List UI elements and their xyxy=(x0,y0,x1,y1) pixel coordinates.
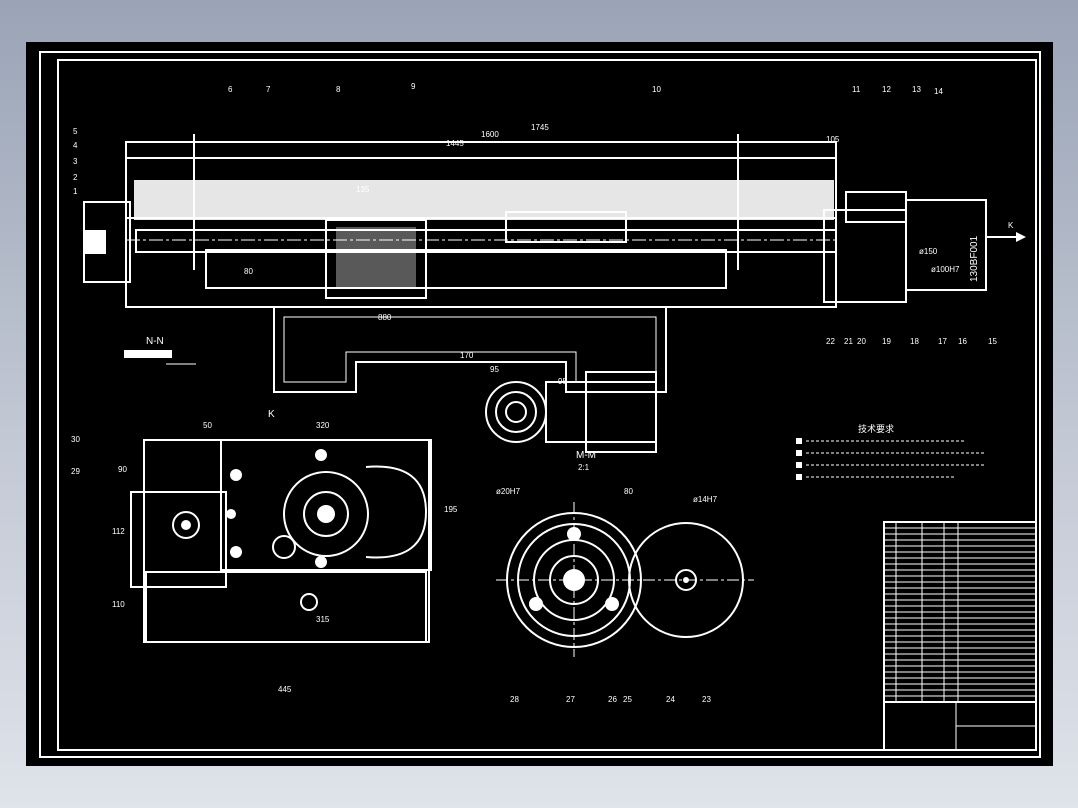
technical-requirements: 技术要求 xyxy=(796,423,986,480)
balloon-9: 9 xyxy=(411,82,416,91)
balloon-8: 8 xyxy=(336,85,341,94)
motor-label: 130BF001 xyxy=(969,235,980,282)
balloon-6: 6 xyxy=(228,85,233,94)
section-mm xyxy=(485,371,657,453)
balloon-17: 17 xyxy=(938,337,947,346)
view-arrow-k: K xyxy=(1008,221,1014,230)
gear-section xyxy=(496,502,754,657)
balloon-30: 30 xyxy=(71,435,80,444)
dim-445: 445 xyxy=(278,685,292,694)
balloon-11: 11 xyxy=(852,85,861,94)
dim-1445: 1445 xyxy=(446,139,464,148)
view-label-mm: M-M xyxy=(576,450,596,461)
dim-phi150: ø150 xyxy=(919,247,938,256)
main-assembly-view xyxy=(83,134,1026,393)
dim-80-gear: 80 xyxy=(624,487,633,496)
dim-320: 320 xyxy=(316,421,330,430)
dim-112: 112 xyxy=(112,527,125,536)
inner-frame xyxy=(57,59,1037,751)
balloon-27: 27 xyxy=(566,695,575,704)
balloon-25: 25 xyxy=(623,695,632,704)
dim-1600: 1600 xyxy=(481,130,499,139)
balloon-21: 21 xyxy=(844,337,853,346)
balloon-4: 4 xyxy=(73,141,78,150)
balloon-1: 1 xyxy=(73,187,78,196)
balloon-19: 19 xyxy=(882,337,891,346)
dimension-texts: 1745 1600 1445 105 135 80 880 170 95 95 … xyxy=(112,123,960,694)
dim-105: 105 xyxy=(826,135,840,144)
balloon-13: 13 xyxy=(912,85,921,94)
balloon-20: 20 xyxy=(857,337,866,346)
dim-880: 880 xyxy=(378,313,392,322)
balloon-24: 24 xyxy=(666,695,675,704)
dim-110: 110 xyxy=(112,600,125,609)
balloon-23: 23 xyxy=(702,695,711,704)
dim-phi20: ø20H7 xyxy=(496,487,521,496)
view-k xyxy=(130,439,432,643)
balloon-18: 18 xyxy=(910,337,919,346)
balloon-15: 15 xyxy=(988,337,997,346)
balloon-28: 28 xyxy=(510,695,519,704)
dim-80: 80 xyxy=(244,267,253,276)
dim-315: 315 xyxy=(316,615,330,624)
dim-phi100: ø100H7 xyxy=(931,265,960,274)
section-nn xyxy=(124,350,196,365)
balloon-3: 3 xyxy=(73,157,78,166)
dim-170: 170 xyxy=(460,351,474,360)
balloon-2: 2 xyxy=(73,173,78,182)
balloon-14: 14 xyxy=(934,87,943,96)
balloon-12: 12 xyxy=(882,85,891,94)
balloon-10: 10 xyxy=(652,85,661,94)
view-labels: N-N M-M 2:1 K K 130BF001 xyxy=(146,221,1014,472)
view-label-nn: N-N xyxy=(146,336,164,347)
outer-frame xyxy=(39,51,1041,758)
dim-1745: 1745 xyxy=(531,123,549,132)
balloon-22: 22 xyxy=(826,337,835,346)
view-label-k: K xyxy=(268,409,275,420)
dim-50: 50 xyxy=(203,421,212,430)
parts-list-rows xyxy=(884,527,1036,697)
dim-95-horizontal: 95 xyxy=(490,365,499,374)
balloon-5: 5 xyxy=(73,127,78,136)
balloon-26: 26 xyxy=(608,695,617,704)
balloon-7: 7 xyxy=(266,85,271,94)
balloon-29: 29 xyxy=(71,467,80,476)
dim-195: 195 xyxy=(444,505,458,514)
dim-135: 135 xyxy=(356,185,370,194)
dim-95-vertical: 95 xyxy=(558,377,567,386)
dim-phi14: ø14H7 xyxy=(693,495,718,504)
tech-req-title: 技术要求 xyxy=(858,423,894,434)
view-label-mm-scale: 2:1 xyxy=(578,463,590,472)
balloon-16: 16 xyxy=(958,337,967,346)
dim-90: 90 xyxy=(118,465,127,474)
